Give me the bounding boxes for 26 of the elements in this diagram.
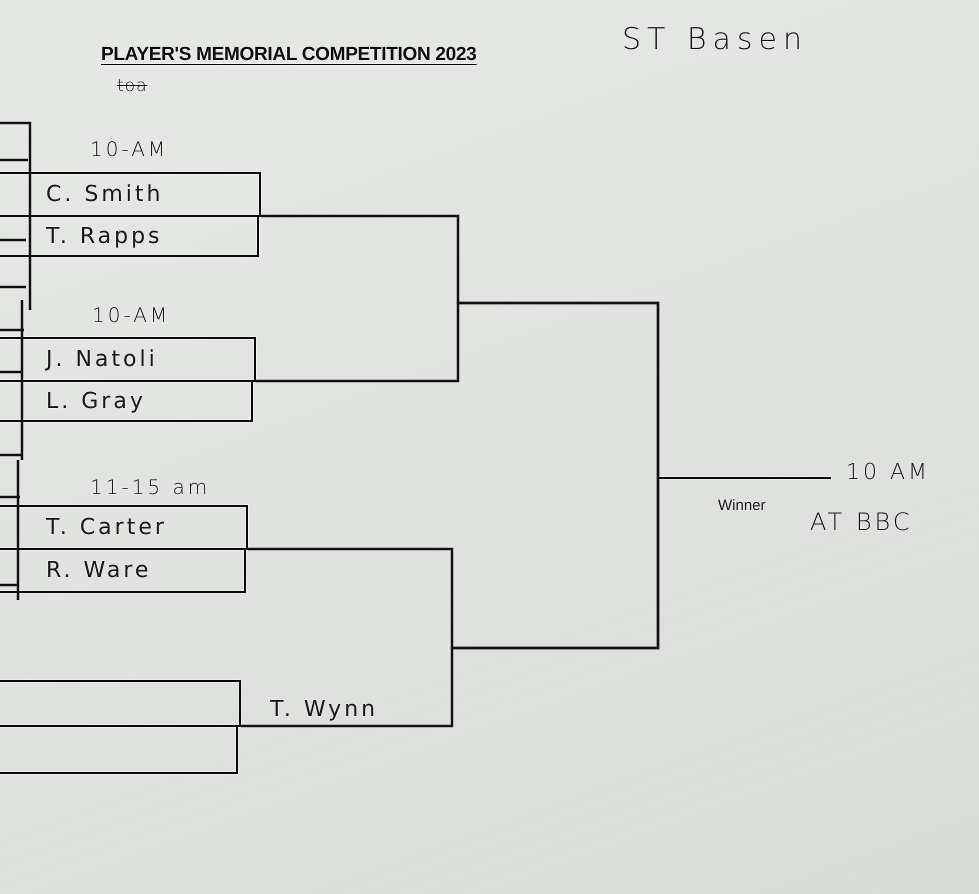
match-time: 10 AM xyxy=(846,460,930,485)
player-slot xyxy=(0,680,241,727)
title: PLAYER'S MEMORIAL COMPETITION 2023 xyxy=(101,44,476,66)
handwritten-note: ST Basen xyxy=(622,22,808,57)
player-slot xyxy=(0,380,253,422)
bracket-line xyxy=(256,302,660,478)
match-time: 11-15 am xyxy=(90,475,210,499)
crossed-out-note: toa xyxy=(117,76,148,96)
player-name: J. Natoli xyxy=(46,347,158,372)
player-name: T. Carter xyxy=(46,515,167,540)
edge-label: T. Wynn xyxy=(270,697,378,722)
player-name: R. Ware xyxy=(46,558,152,583)
player-name: L. Gray xyxy=(46,388,146,414)
player-name: C. Smith xyxy=(46,182,164,207)
player-slot xyxy=(0,725,238,774)
player-name: T. Rapps xyxy=(46,224,162,248)
match-time: 10-AM xyxy=(92,303,170,327)
player-slot xyxy=(0,215,259,257)
match-time: 10-AM xyxy=(90,137,168,161)
slot-caption: Winner xyxy=(718,497,766,514)
player-slot xyxy=(0,548,246,593)
bracket-line xyxy=(241,478,660,728)
player-slot xyxy=(0,337,256,382)
player-slot xyxy=(0,172,261,217)
match-time: AT BBC xyxy=(810,508,913,536)
player-slot xyxy=(0,505,248,550)
